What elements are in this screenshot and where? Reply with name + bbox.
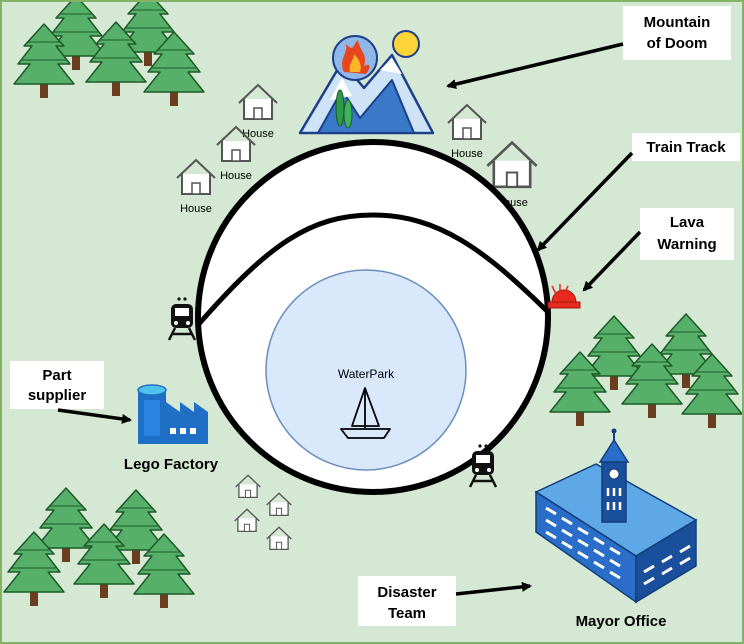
part-supplier-label-line2: supplier <box>28 387 87 404</box>
part-supplier-label-box <box>10 361 104 409</box>
house-icon <box>234 474 262 499</box>
lava-warning-label-line2: Warning <box>657 236 716 253</box>
part-supplier-label-line1: Part <box>42 367 71 384</box>
arrow-to-mayor-office <box>455 581 532 596</box>
tree-cluster-top-left <box>13 0 205 107</box>
house-icon <box>265 492 293 517</box>
sailboat-icon <box>340 387 391 439</box>
house-icon <box>265 526 293 551</box>
disaster-team-label-line1: Disaster <box>377 584 436 601</box>
waterpark-lake: WaterPark <box>265 269 467 471</box>
factory-icon <box>137 384 208 444</box>
mountain-label-line1: Mountain <box>644 14 711 31</box>
arrow-to-mountain <box>446 42 624 89</box>
house-group-lower <box>233 474 293 551</box>
house-icon <box>485 141 539 189</box>
alarm-light-icon <box>547 284 581 309</box>
lava-warning-label-line1: Lava <box>670 214 705 231</box>
mountain-label-box <box>623 6 731 60</box>
arrow-to-train-track <box>536 151 634 252</box>
house-icon <box>233 508 261 533</box>
house-icon <box>238 84 278 120</box>
arrow-to-lava-warning <box>582 230 642 292</box>
train-icon <box>167 296 197 342</box>
house-icon <box>176 159 216 195</box>
train-track-label: Train Track <box>646 139 726 156</box>
mountain-icon <box>298 30 435 135</box>
arrow-to-lego-factory <box>57 408 132 424</box>
tree-cluster-right <box>549 313 743 429</box>
tree-cluster-bottom-left <box>3 487 195 609</box>
mountain-label-line2: of Doom <box>647 35 708 52</box>
house-group-upper-left: House House House <box>176 84 278 215</box>
mayor-office-label: Mayor Office <box>576 613 667 630</box>
train-track-label-box <box>632 133 740 161</box>
house-icon <box>447 104 487 140</box>
lava-warning-label-box <box>640 208 734 260</box>
disaster-team-label-line2: Team <box>388 605 426 622</box>
city-hall-icon <box>534 428 698 604</box>
house-label: House <box>242 128 274 140</box>
house-label: House <box>180 203 212 215</box>
waterpark-label: WaterPark <box>338 367 395 381</box>
house-label: House <box>451 148 483 160</box>
disaster-team-label-box <box>358 576 456 626</box>
lego-factory-label: Lego Factory <box>124 456 219 473</box>
house-label: House <box>220 170 252 182</box>
